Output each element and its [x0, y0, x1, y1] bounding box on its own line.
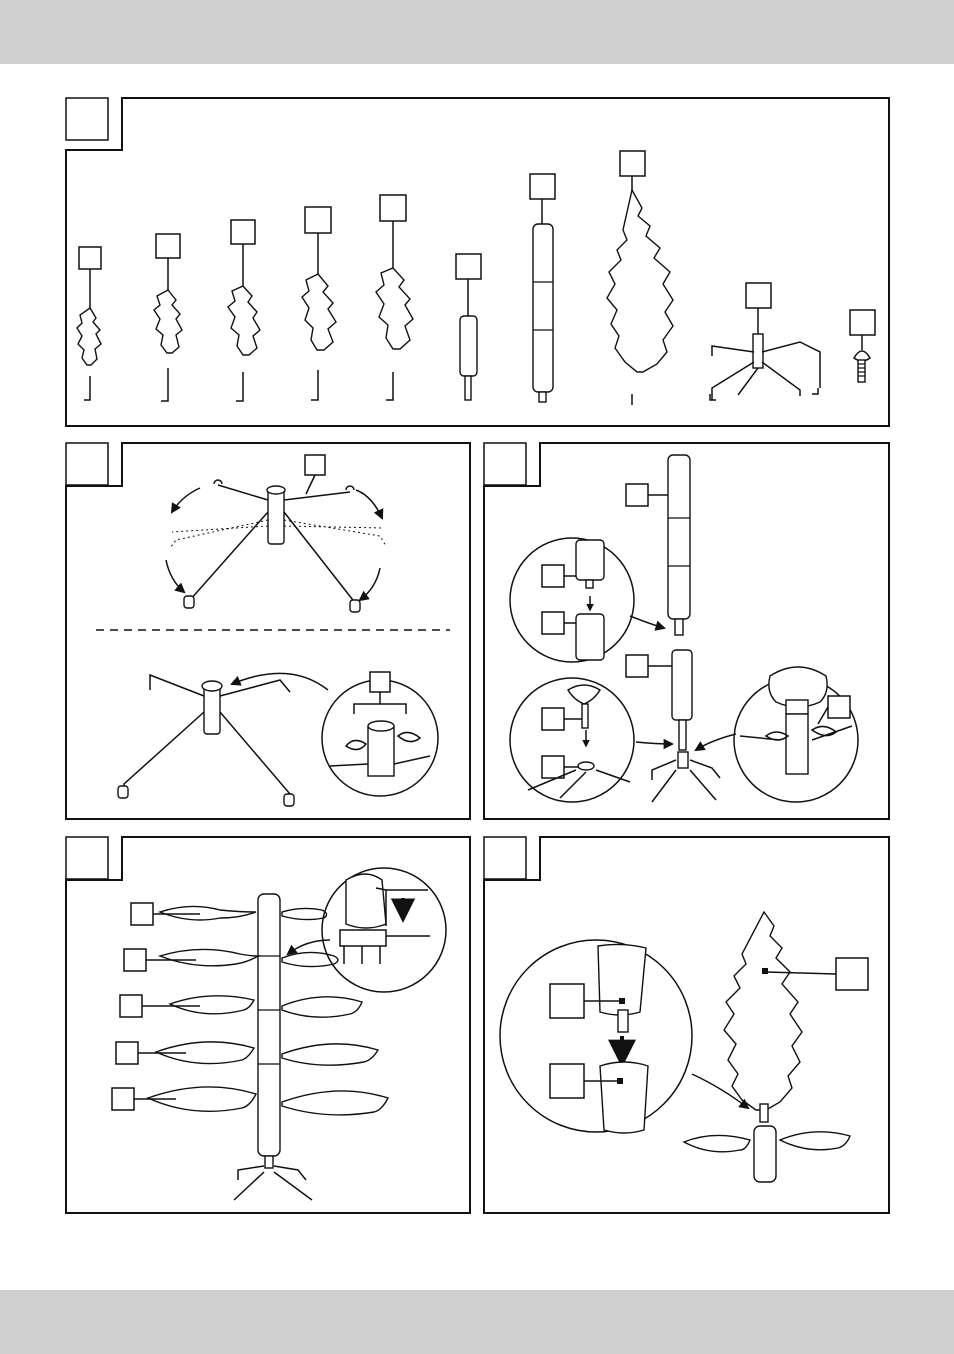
step-badge-5: [484, 837, 526, 879]
step-badge-2: [66, 443, 108, 485]
step-badge-1: [66, 98, 108, 140]
pole-middle-part: [530, 174, 555, 402]
tree-top-part: [607, 151, 673, 405]
branch-part-3: [228, 220, 260, 401]
branch-part-4: [302, 207, 336, 400]
stand-part: [710, 283, 820, 400]
step-badge-4: [66, 837, 108, 879]
panel-parts-overview: [66, 98, 889, 426]
panel-pole-assembly: [484, 443, 889, 819]
screw-part: [850, 310, 875, 382]
branch-part-2: [154, 234, 182, 401]
branch-part-1: [77, 247, 101, 400]
panel-branch-insertion: [66, 837, 470, 1213]
step-badge-3: [484, 443, 526, 485]
pole-bottom-part: [456, 254, 481, 400]
panel-stand-unfold: [66, 443, 470, 819]
panel-tree-top: [484, 837, 889, 1213]
branch-part-5: [376, 195, 413, 400]
